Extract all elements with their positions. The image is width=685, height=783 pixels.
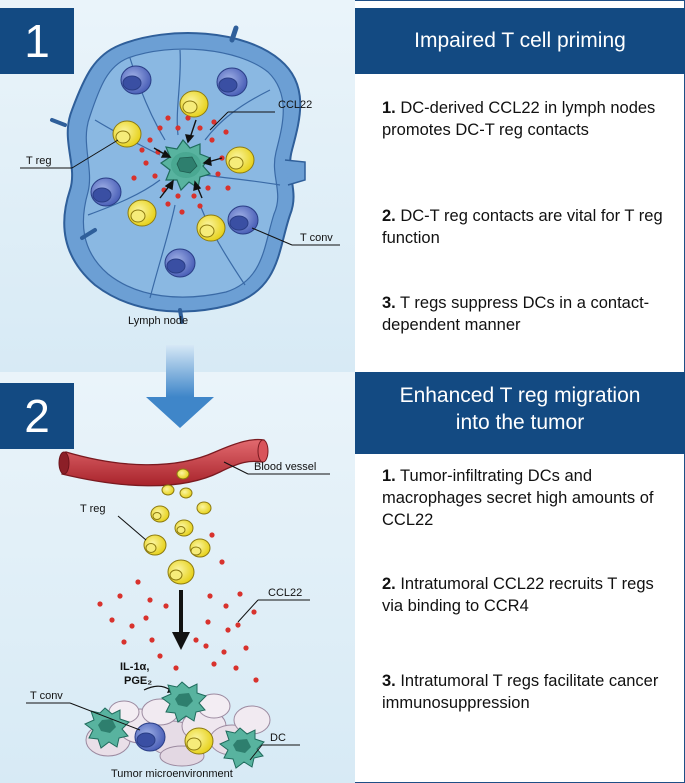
tconv-cell [90, 177, 122, 207]
tumor-dc-cells [84, 681, 265, 769]
label-il1a: IL-1α, [120, 661, 149, 673]
section-1-leaders [20, 111, 340, 246]
treg-cell [150, 505, 170, 523]
dc-cell [84, 707, 130, 749]
section-2-title-line-2: into the tumor [455, 411, 585, 434]
tumor-ccl22-dots [97, 532, 259, 683]
section-2-title: Enhanced T reg migration into the tumor [355, 372, 685, 454]
tconv-cell [164, 248, 196, 278]
label-treg-1: T reg [26, 155, 51, 167]
tumor-treg-cell [184, 727, 214, 755]
section-2-point-1: 1. Tumor-infiltrating DCs and macrophage… [382, 467, 654, 529]
label-ccl22-2: CCL22 [268, 587, 302, 599]
treg-cell [225, 146, 255, 174]
treg-cell [179, 487, 193, 499]
tumor-tconv-cell [134, 722, 166, 752]
treg-cell [161, 484, 175, 496]
label-ccl22-1: CCL22 [278, 99, 312, 111]
treg-cell [112, 120, 142, 148]
lymph-node-tconv-cells [90, 65, 259, 278]
section-1-number: 1 [0, 8, 74, 74]
label-blood-vessel: Blood vessel [254, 461, 316, 473]
treg-cell [179, 90, 209, 118]
illustration-canvas: CCL22 T reg T conv Lymph node Blood vess… [20, 25, 340, 780]
treg-cell [127, 199, 157, 227]
label-tconv-1: T conv [300, 232, 333, 244]
treg-cell [196, 214, 226, 242]
section-2-point-3: 3. Intratumoral T regs facilitate cancer… [382, 672, 659, 712]
treg-cell [167, 559, 195, 585]
section-2-point-2: 2. Intratumoral CCL22 recruits T regs vi… [382, 575, 654, 615]
section-1-point-3: 3. T regs suppress DCs in a contact-depe… [382, 294, 650, 334]
label-tconv-2: T conv [30, 690, 63, 702]
label-treg-2: T reg [80, 503, 105, 515]
section-2-number: 2 [0, 383, 74, 449]
label-pge2: PGE₂ [124, 675, 152, 687]
dc-cell [219, 727, 265, 769]
tconv-cell [227, 205, 259, 235]
treg-cell [176, 468, 190, 480]
lymph-node-ccl22-dots [131, 115, 231, 215]
transition-arrow [146, 345, 214, 428]
migrating-treg-cells [143, 468, 212, 585]
section-1-point-2: 2. DC-T reg contacts are vital for T reg… [382, 207, 663, 247]
migration-arrow [172, 590, 190, 650]
section-1-title: Impaired T cell priming [355, 8, 685, 74]
section-2-title-line-1: Enhanced T reg migration [399, 384, 641, 407]
treg-cell [189, 538, 211, 558]
treg-cell [196, 501, 212, 515]
section-1-point-1: 1. DC-derived CCL22 in lymph nodes promo… [382, 99, 656, 139]
label-tumor-microenvironment: Tumor microenvironment [111, 768, 233, 780]
lymph-node-dc [159, 139, 212, 192]
lymph-node-arrows [153, 119, 223, 199]
section-2-leaders [26, 702, 300, 761]
blood-vessel [58, 438, 269, 487]
treg-cell [143, 534, 167, 556]
dc-cell [161, 681, 207, 723]
tconv-cell [216, 67, 248, 97]
treg-cell [174, 519, 194, 537]
tconv-cell [120, 65, 152, 95]
lymph-node-treg-cells [112, 90, 255, 242]
label-lymph-node: Lymph node [128, 315, 188, 327]
label-dc: DC [270, 732, 286, 744]
